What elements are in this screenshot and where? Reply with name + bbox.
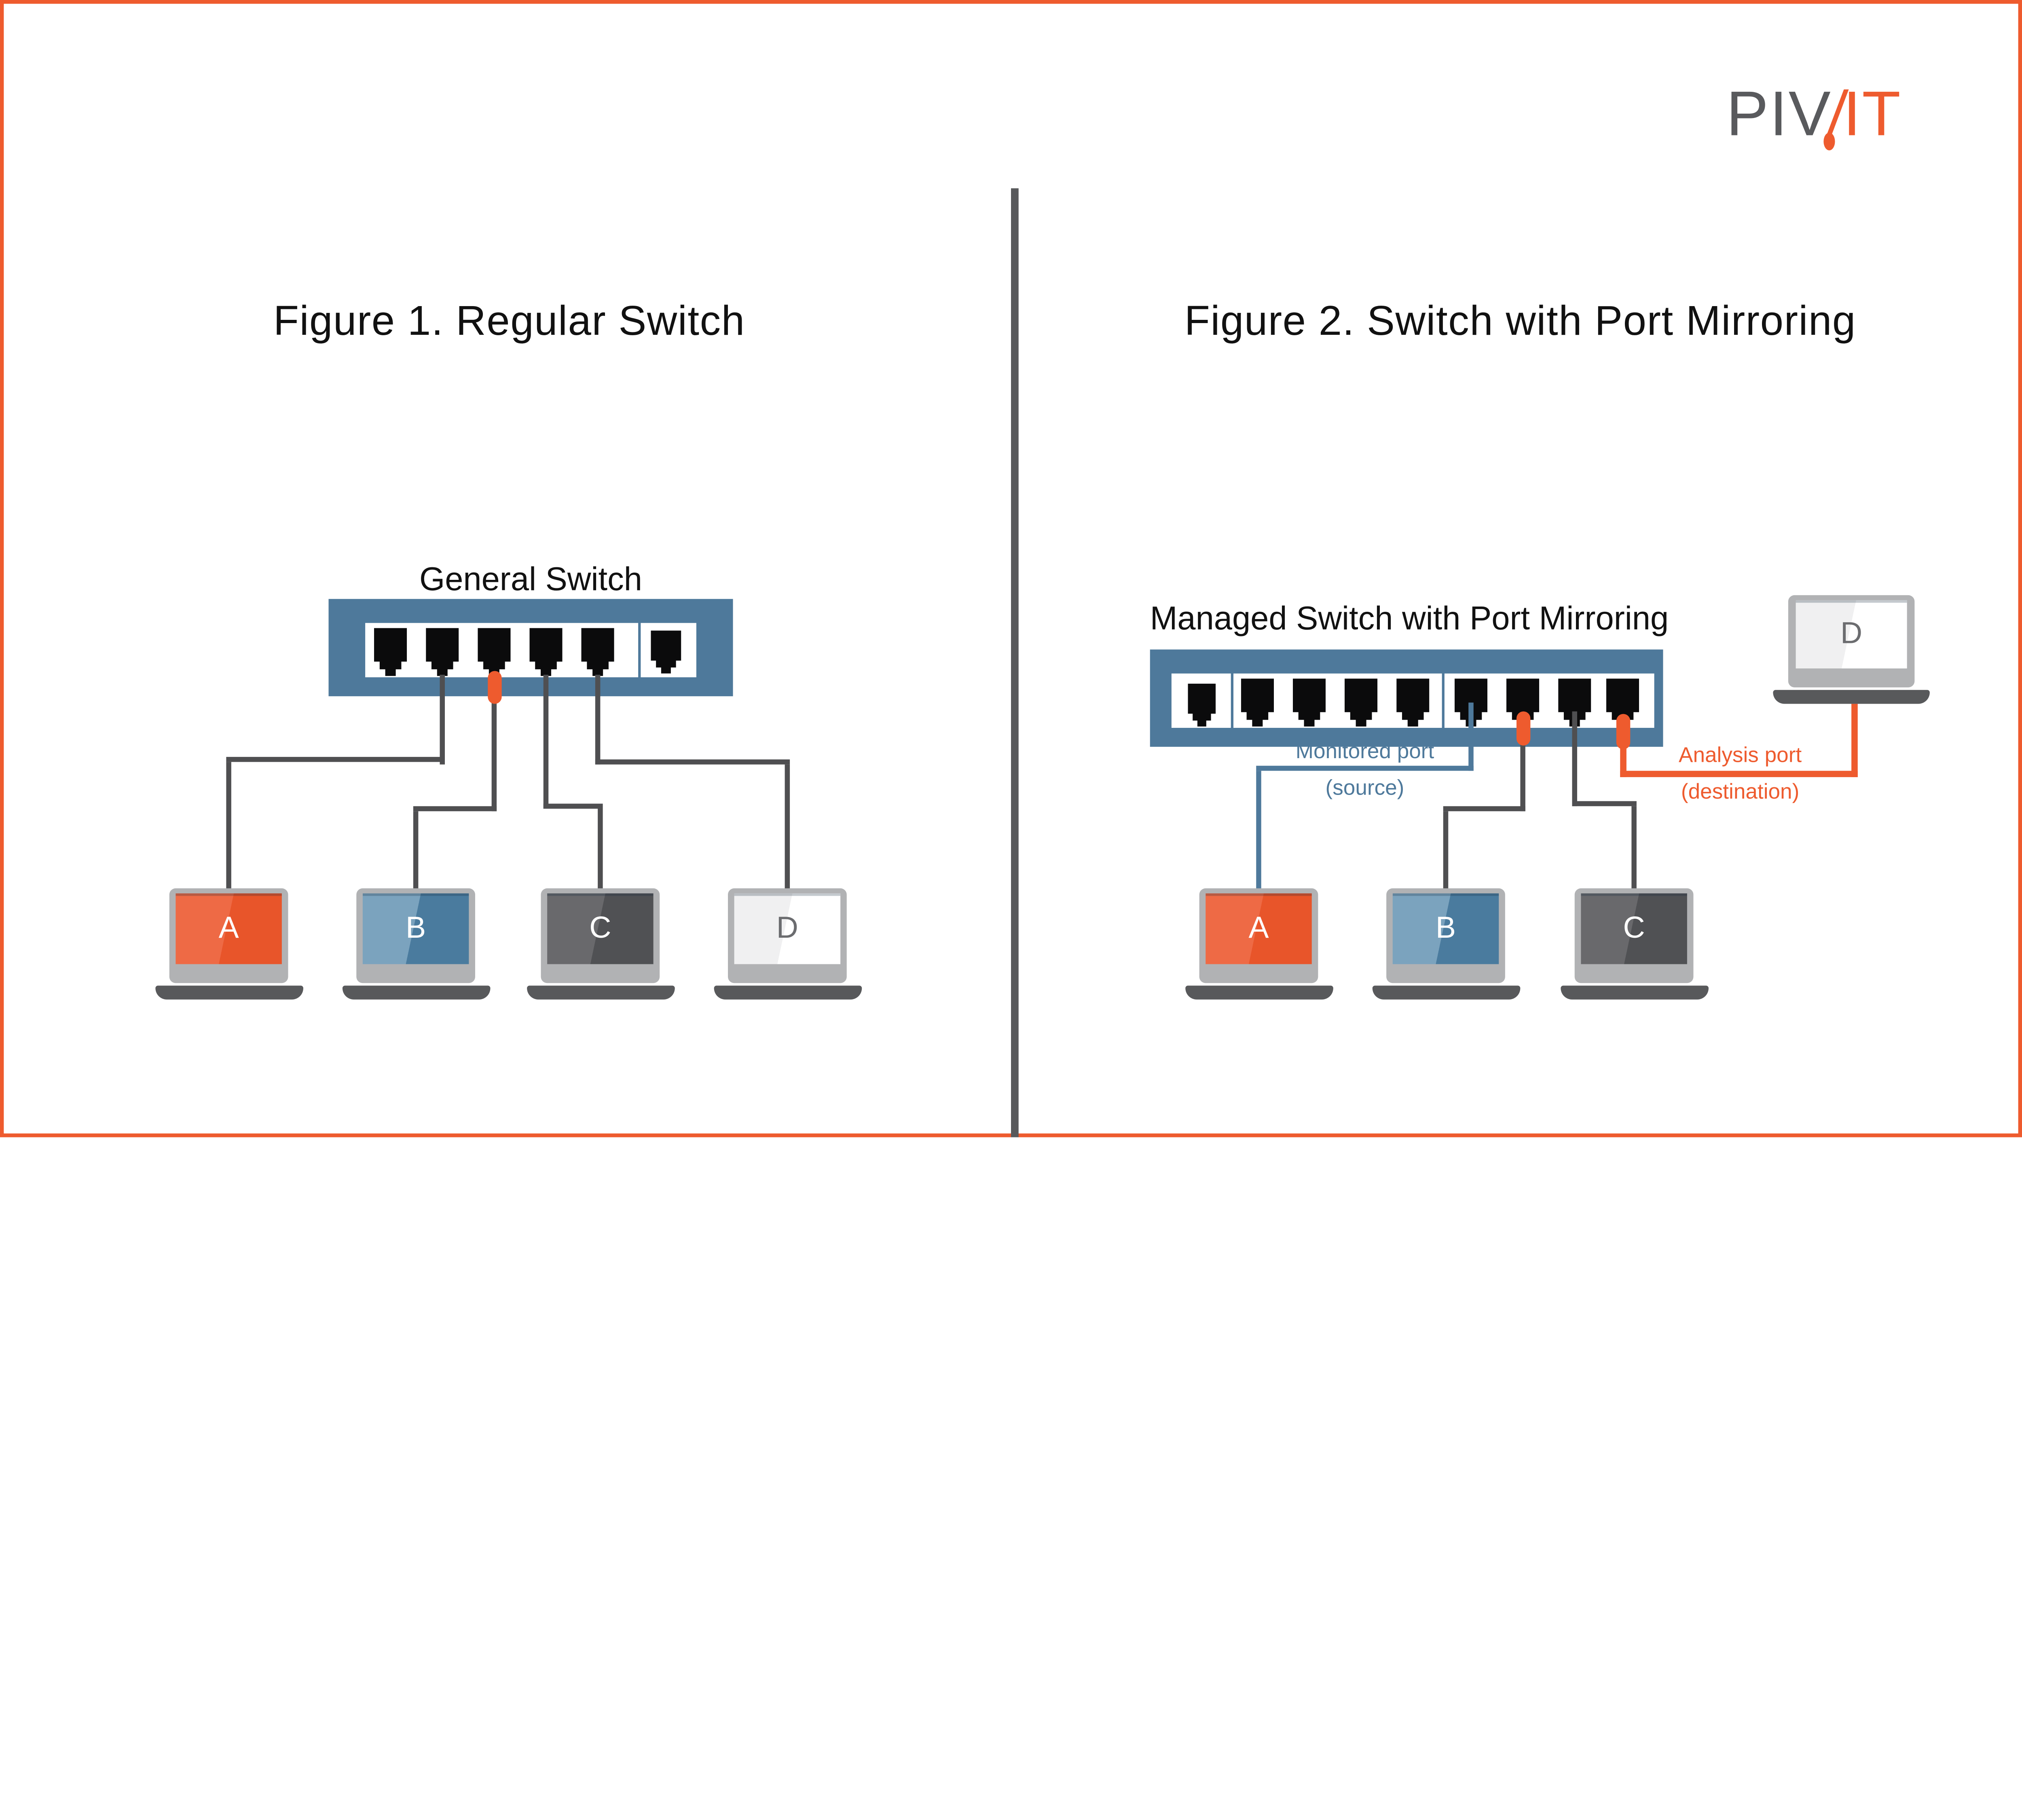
wire-f1-a — [226, 757, 445, 762]
wire-f1-b — [413, 806, 497, 812]
laptop-label: A — [218, 911, 239, 945]
orange-connector-icon — [488, 671, 502, 704]
laptop-bezel: A — [1199, 888, 1318, 983]
infographic-canvas: PIV/IT Figure 1. Regular Switch General … — [0, 0, 2022, 1137]
wire-f2-b — [1443, 806, 1525, 812]
wire-f2-b — [1520, 736, 1525, 812]
wire-f2-analysis — [1620, 743, 1626, 777]
laptop-screen: C — [547, 893, 654, 964]
logo-text-gray: PIV — [1726, 78, 1832, 149]
laptop-label: D — [776, 911, 798, 945]
wire-f2-analysis — [1620, 771, 1858, 777]
laptop-screen: A — [1206, 893, 1312, 964]
laptop-label: C — [1623, 911, 1645, 945]
orange-connector-icon — [1616, 714, 1631, 750]
laptop-screen: C — [1581, 893, 1687, 964]
wire-f1-c — [598, 809, 603, 891]
logo-dot-icon — [1823, 133, 1835, 150]
analysis-port-sublabel: (destination) — [1681, 780, 1800, 804]
laptop-screen: B — [362, 893, 469, 964]
laptop-label: A — [1248, 911, 1269, 945]
laptop-bezel: C — [541, 888, 660, 983]
laptop-base — [155, 985, 303, 1000]
wire-f1-d — [785, 764, 790, 891]
wire-f1-b — [491, 674, 497, 812]
wire-f2-monitored — [1256, 771, 1261, 891]
laptop-bezel: C — [1574, 888, 1694, 983]
laptop-bezel: D — [728, 888, 847, 983]
managed-switch — [1150, 649, 1663, 747]
wire-f2-monitored — [1468, 702, 1474, 771]
laptop-base — [1185, 985, 1333, 1000]
laptop-base — [1372, 985, 1521, 1000]
general-switch — [328, 599, 733, 696]
laptop-base — [342, 985, 491, 1000]
pivit-logo: PIV/IT — [1726, 77, 1941, 153]
panel-divider — [1011, 188, 1019, 1137]
laptop-screen: B — [1392, 893, 1499, 964]
managed-switch-label: Managed Switch with Port Mirroring — [1150, 599, 1669, 637]
figure1-title: Figure 1. Regular Switch — [273, 297, 745, 344]
laptop-d-analyzer: D — [1773, 595, 1930, 706]
laptop-base — [714, 985, 862, 1000]
laptop-c-mirrored: C — [1561, 888, 1709, 1000]
wire-f1-d — [595, 674, 601, 765]
laptop-label: B — [1435, 911, 1456, 945]
laptop-d: D — [714, 888, 862, 1000]
laptop-label: D — [1840, 617, 1863, 651]
laptop-base — [527, 985, 675, 1000]
laptop-label: C — [589, 911, 611, 945]
monitored-port-sublabel: (source) — [1325, 776, 1404, 800]
wire-f1-a — [440, 674, 445, 765]
laptop-bezel: D — [1788, 595, 1915, 687]
wire-f2-c — [1572, 801, 1637, 806]
laptop-bezel: B — [1386, 888, 1505, 983]
wire-f2-b — [1443, 811, 1449, 891]
laptop-b: B — [342, 888, 491, 1000]
laptop-label: B — [406, 911, 426, 945]
orange-connector-icon — [1516, 711, 1531, 746]
figure2-title: Figure 2. Switch with Port Mirroring — [1184, 297, 1856, 344]
laptop-bezel: B — [356, 888, 475, 983]
laptop-screen: A — [176, 893, 282, 964]
laptop-base — [1561, 985, 1709, 1000]
wire-f1-d — [595, 759, 790, 765]
laptop-screen: D — [1796, 600, 1907, 669]
general-switch-label: General Switch — [419, 560, 642, 598]
wire-f2-monitored — [1256, 765, 1474, 771]
laptop-base — [1773, 690, 1930, 704]
laptop-c: C — [527, 888, 675, 1000]
wire-f1-b — [413, 811, 419, 891]
wire-f2-c — [1572, 711, 1577, 806]
laptop-screen: D — [734, 893, 841, 964]
wire-f1-a — [226, 762, 231, 891]
monitored-port-label: Monitored port — [1295, 739, 1434, 763]
laptop-a-mirrored: A — [1185, 888, 1333, 1000]
laptop-bezel: A — [169, 888, 288, 983]
wire-f1-c — [543, 803, 603, 809]
analysis-port-label: Analysis port — [1679, 743, 1802, 767]
laptop-a: A — [155, 888, 303, 1000]
wire-f2-analysis — [1851, 704, 1858, 777]
laptop-b-mirrored: B — [1372, 888, 1521, 1000]
wire-f1-c — [543, 674, 549, 809]
wire-f2-c — [1631, 806, 1637, 891]
logo-text-orange: IT — [1843, 78, 1902, 149]
